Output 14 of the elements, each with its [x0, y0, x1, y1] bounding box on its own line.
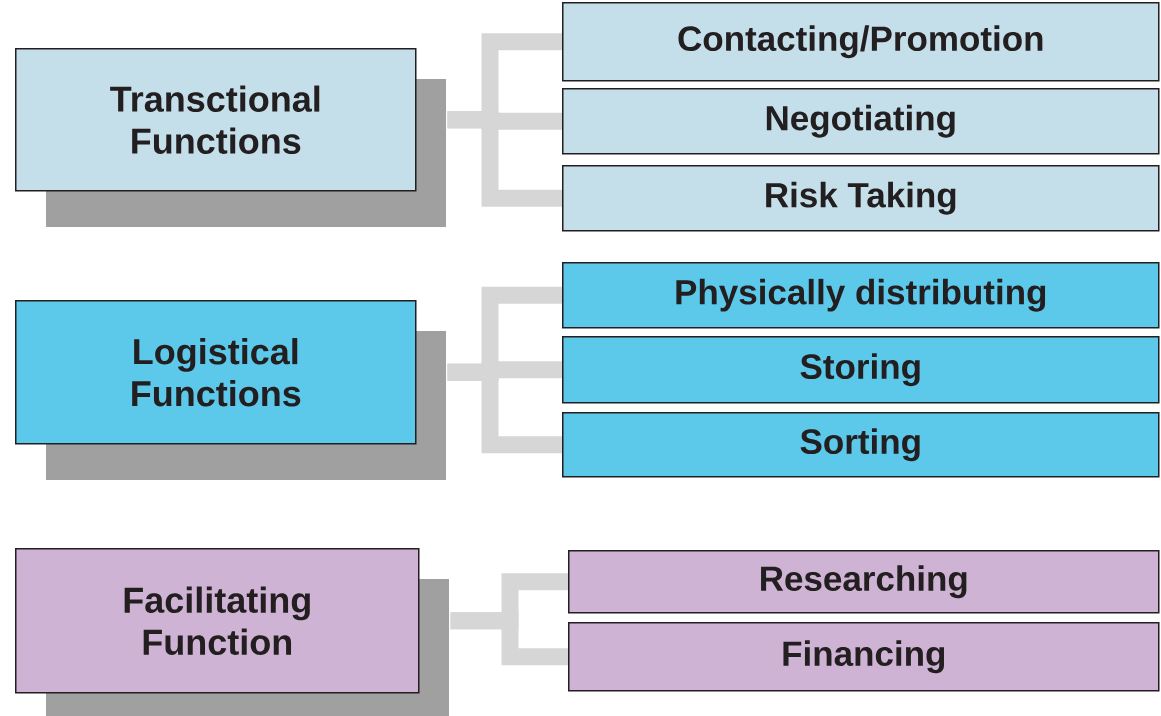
function-box: Logistical Functions — [15, 300, 446, 480]
connector-line — [447, 363, 562, 454]
connector-line — [450, 612, 568, 666]
activity-box: Storing — [562, 336, 1160, 404]
function-box: Transctional Functions — [15, 48, 446, 227]
activity-box: Sorting — [562, 412, 1160, 478]
activity-box: Contacting/Promotion — [562, 2, 1160, 82]
activity-box: Financing — [568, 622, 1160, 692]
activity-box: Physically distributing — [562, 262, 1160, 329]
activity-box: Negotiating — [562, 88, 1160, 155]
activity-box: Researching — [568, 550, 1160, 614]
activity-box: Risk Taking — [562, 165, 1160, 232]
function-box: Facilitating Function — [15, 548, 449, 716]
connector-line — [447, 111, 562, 207]
